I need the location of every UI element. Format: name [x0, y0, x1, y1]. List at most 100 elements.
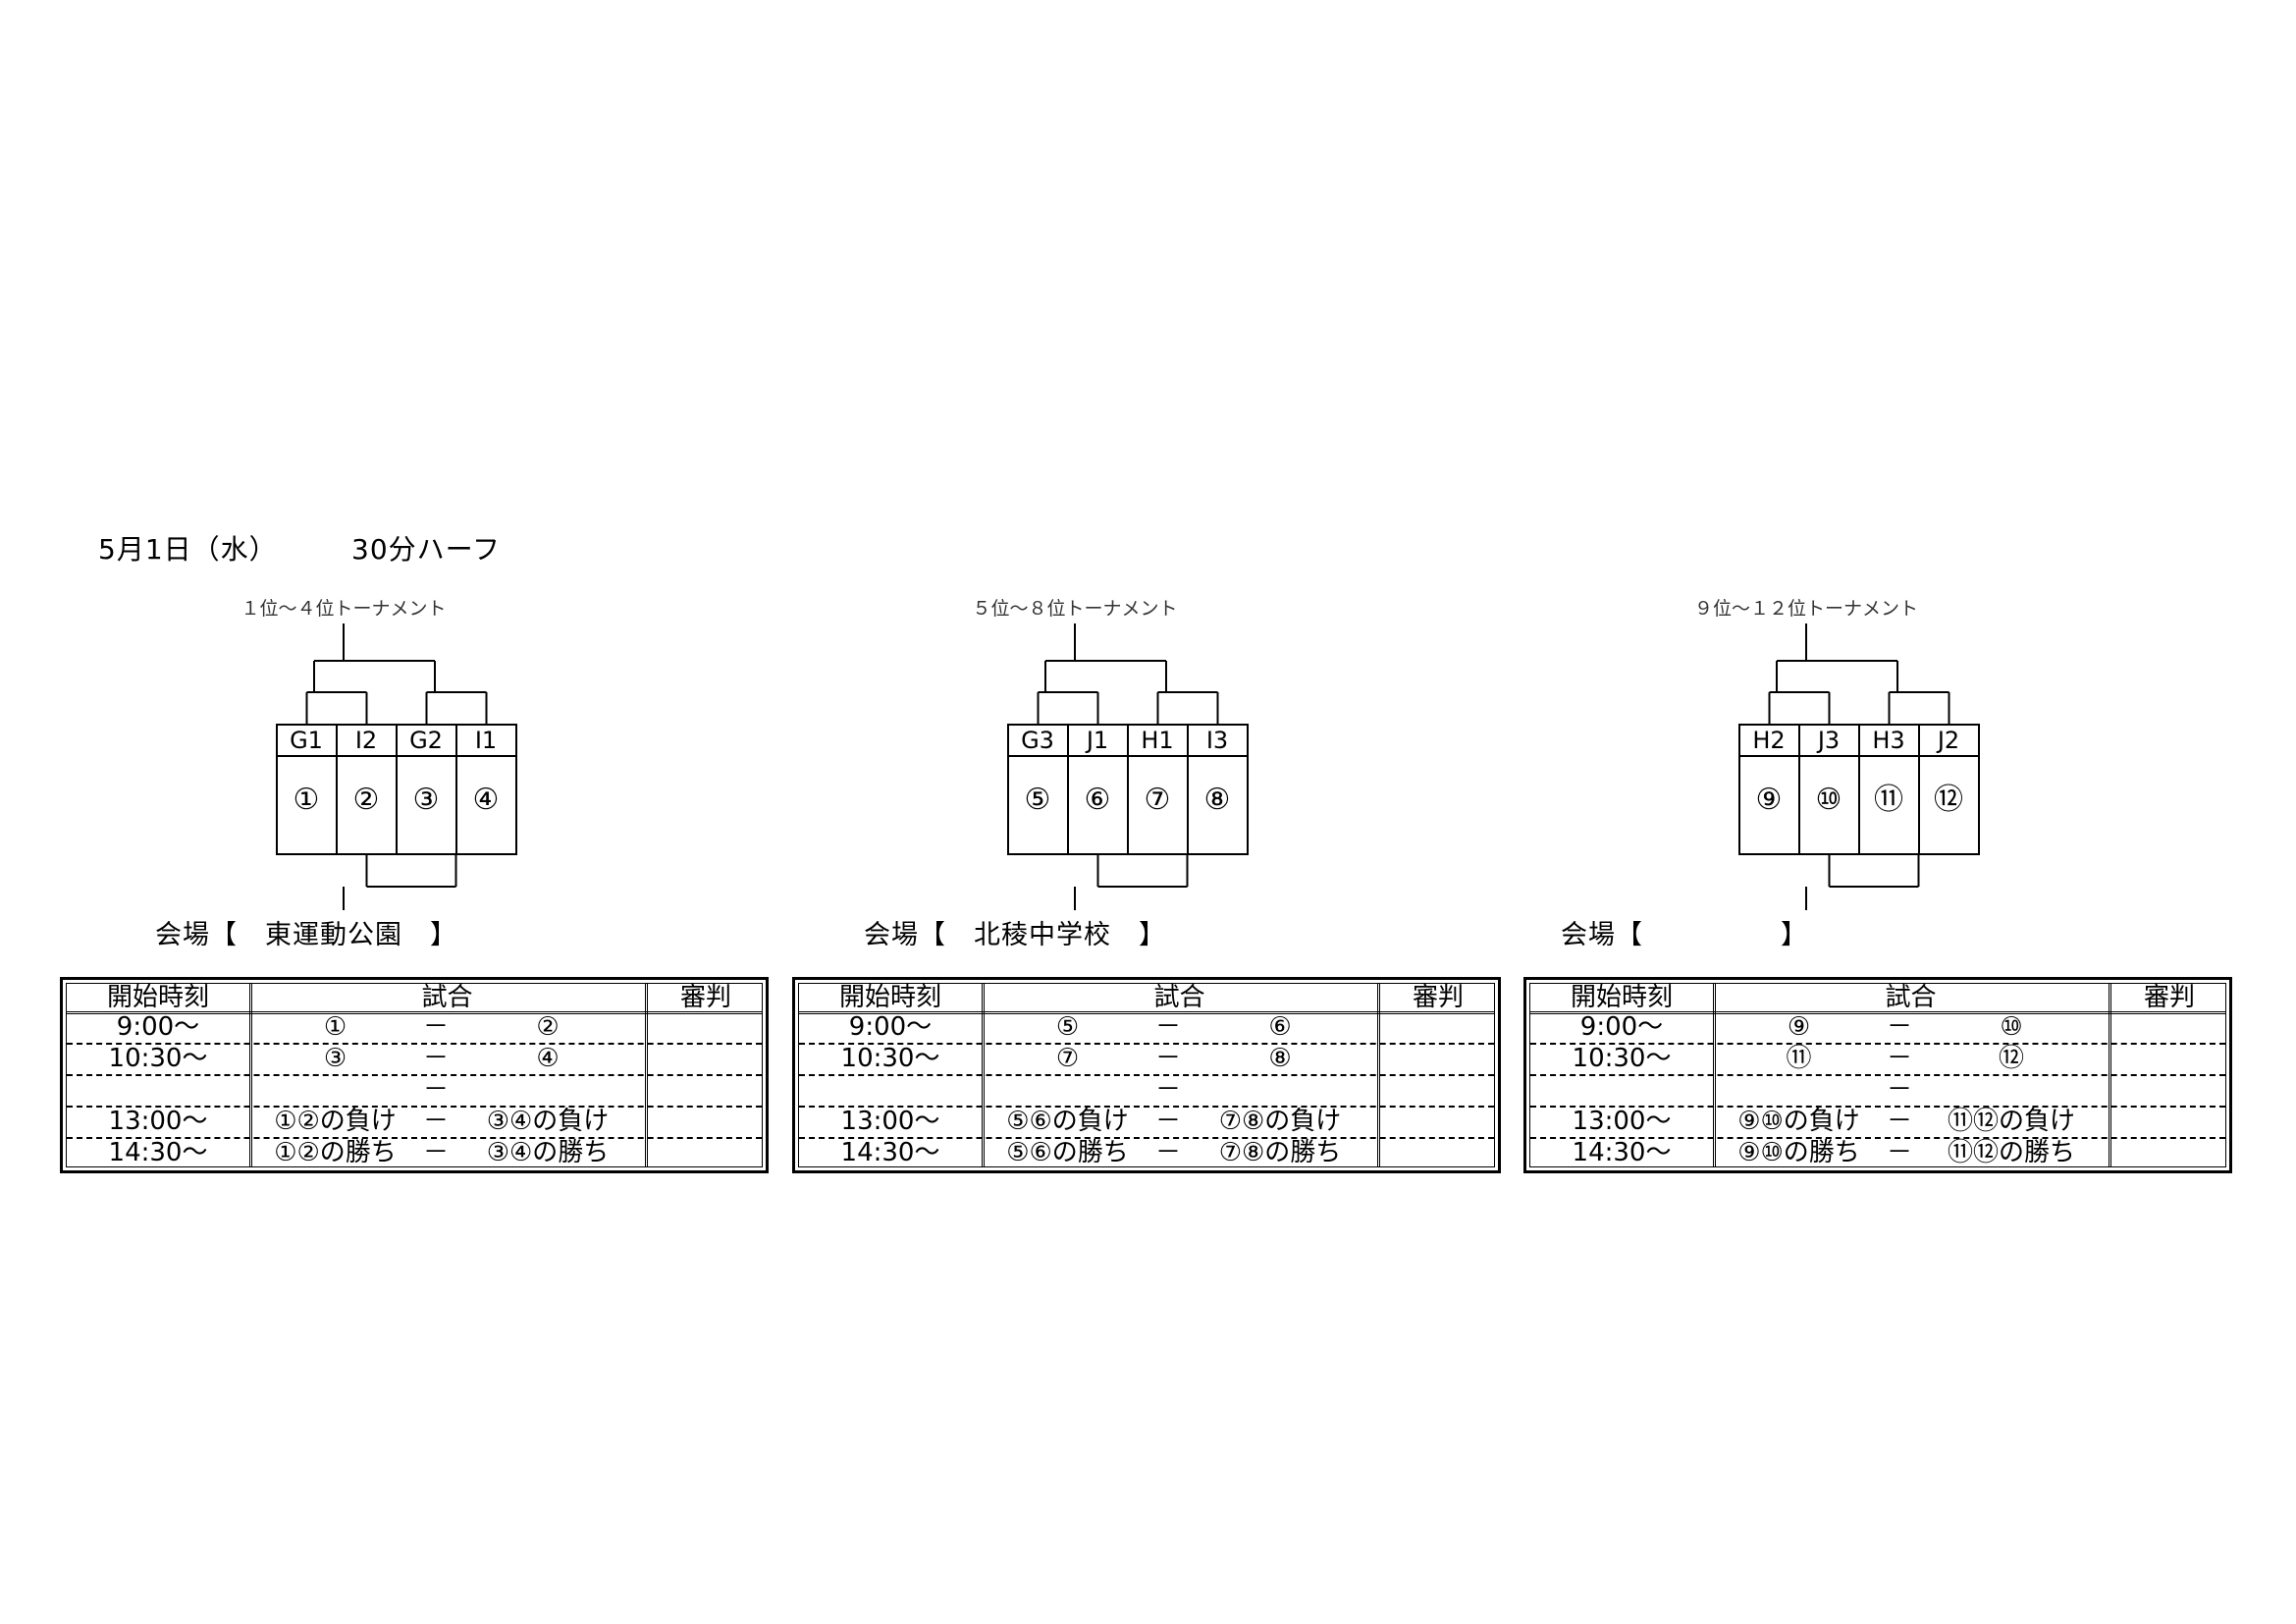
venue-label: 会場【 】	[1561, 920, 1808, 950]
match-column-header: 試合	[1885, 983, 1937, 1012]
bracket-lines	[1007, 623, 1249, 910]
row-divider	[799, 1074, 1494, 1076]
home-side-cell: ⑤	[1055, 1012, 1080, 1042]
away-side-cell: ③④の勝ち	[486, 1138, 610, 1167]
start-time-cell: 10:30～	[108, 1044, 208, 1073]
away-side-cell: ⑥	[1268, 1012, 1292, 1042]
match-format: 30分ハーフ	[351, 533, 501, 566]
away-side-cell: ⑪⑫の負け	[1947, 1107, 2075, 1136]
row-divider	[1530, 1043, 2225, 1045]
start-time-cell: 10:30～	[840, 1044, 940, 1073]
match-number: ②	[352, 783, 380, 817]
row-divider	[799, 1043, 1494, 1045]
start-time-cell: 9:00～	[1579, 1012, 1664, 1042]
match-column-header: 試合	[1153, 983, 1205, 1012]
start-time-cell: 13:00～	[108, 1107, 208, 1136]
schedule-date: 5月1日（水）	[98, 533, 278, 566]
team-label: J3	[1817, 727, 1841, 754]
away-side-cell: ⑦⑧の勝ち	[1218, 1138, 1342, 1167]
time-column-header: 開始時刻	[106, 983, 209, 1012]
team-label: I2	[354, 727, 378, 754]
match-number: ⑩	[1815, 783, 1842, 817]
team-label: H3	[1872, 727, 1905, 754]
match-slot-box	[1187, 755, 1249, 855]
start-time-cell: 9:00～	[116, 1012, 200, 1042]
referee-column-header: 審判	[679, 983, 731, 1012]
start-time-cell: 9:00～	[848, 1012, 933, 1042]
match-number: ③	[412, 783, 440, 817]
home-side-cell: ①②の負け	[274, 1107, 397, 1136]
match-number: ①	[293, 783, 320, 817]
start-time-cell: 14:30～	[840, 1138, 940, 1167]
row-divider	[799, 1106, 1494, 1108]
team-label: I3	[1205, 727, 1229, 754]
row-divider	[799, 1011, 1494, 1014]
match-number: ⑥	[1084, 783, 1111, 817]
venue-label: 会場【 北稜中学校 】	[864, 920, 1166, 950]
start-time-cell: 10:30～	[1572, 1044, 1672, 1073]
bracket-title: ９位～１２位トーナメント	[1693, 598, 1918, 620]
away-side-cell: ⑫	[1998, 1044, 2024, 1073]
start-time-cell: 13:00～	[840, 1107, 940, 1136]
versus-separator: －	[422, 1107, 449, 1136]
row-divider	[67, 1074, 762, 1076]
time-column-header: 開始時刻	[1570, 983, 1673, 1012]
match-number: ⑨	[1755, 783, 1783, 817]
match-number: ⑫	[1934, 783, 1963, 817]
versus-separator: －	[422, 1044, 449, 1073]
versus-separator: －	[1886, 1075, 1912, 1105]
away-side-cell: ⑦⑧の負け	[1218, 1107, 1342, 1136]
referee-column-header: 審判	[2143, 983, 2195, 1012]
row-divider	[67, 1043, 762, 1045]
away-side-cell: ⑩	[2000, 1012, 2023, 1042]
versus-separator: －	[1154, 1044, 1181, 1073]
row-divider	[67, 1137, 762, 1139]
start-time-cell: 14:30～	[108, 1138, 208, 1167]
away-side-cell: ④	[536, 1044, 560, 1073]
home-side-cell: ⑤⑥の負け	[1006, 1107, 1129, 1136]
home-side-cell: ⑦	[1055, 1044, 1080, 1073]
team-label: H1	[1141, 727, 1174, 754]
match-slot-box	[1918, 755, 1980, 855]
start-time-cell: 14:30～	[1572, 1138, 1672, 1167]
home-side-cell: ①②の勝ち	[274, 1138, 397, 1167]
home-side-cell: ③	[323, 1044, 347, 1073]
row-divider	[799, 1137, 1494, 1139]
row-divider	[1530, 1011, 2225, 1014]
away-side-cell: ②	[536, 1012, 560, 1042]
team-label: J2	[1937, 727, 1960, 754]
match-slot-box	[455, 755, 517, 855]
team-label: G3	[1021, 727, 1054, 754]
team-label: H2	[1752, 727, 1786, 754]
row-divider	[1530, 1137, 2225, 1139]
bracket-lines	[1738, 623, 1980, 910]
match-number: ⑤	[1024, 783, 1051, 817]
home-side-cell: ⑨⑩の勝ち	[1737, 1138, 1860, 1167]
team-label: G1	[290, 727, 323, 754]
home-side-cell: ⑪	[1786, 1044, 1812, 1073]
row-divider	[1530, 1106, 2225, 1108]
row-divider	[67, 1106, 762, 1108]
versus-separator: －	[422, 1138, 449, 1167]
versus-separator: －	[1886, 1044, 1912, 1073]
match-number: ⑧	[1203, 783, 1231, 817]
home-side-cell: ⑤⑥の勝ち	[1006, 1138, 1129, 1167]
time-column-header: 開始時刻	[838, 983, 941, 1012]
away-side-cell: ⑪⑫の勝ち	[1947, 1138, 2075, 1167]
bracket-title: １位～４位トーナメント	[240, 598, 447, 620]
match-column-header: 試合	[421, 983, 473, 1012]
versus-separator: －	[422, 1012, 449, 1042]
bracket-title: ５位～８位トーナメント	[972, 598, 1178, 620]
start-time-cell: 13:00～	[1572, 1107, 1672, 1136]
versus-separator: －	[1154, 1012, 1181, 1042]
team-label: J1	[1086, 727, 1109, 754]
versus-separator: －	[1154, 1107, 1181, 1136]
versus-separator: －	[1154, 1138, 1181, 1167]
